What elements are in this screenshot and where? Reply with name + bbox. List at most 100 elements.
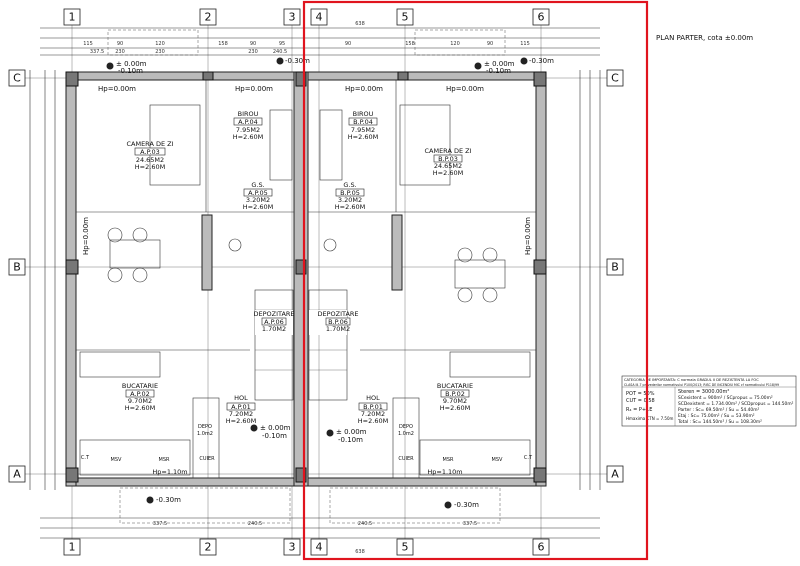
room-area: 7.95M2 — [351, 126, 375, 134]
axis-label: 2 — [205, 11, 212, 24]
room-name: CAMERA DE ZI — [424, 147, 471, 155]
room-code: B.P.01 — [363, 403, 383, 411]
cuier-label: CUIER — [199, 456, 215, 462]
dim: 240.5 — [358, 521, 372, 527]
level-minus30: -0.30m — [454, 501, 479, 509]
dim: 115 — [520, 41, 530, 47]
dim: 90 — [487, 41, 493, 47]
room-area: 9.70M2 — [128, 397, 152, 405]
dim: 158 — [405, 41, 415, 47]
level-minus10: -0.10m — [118, 67, 143, 75]
room-height: H=2.60M — [125, 404, 155, 412]
room-area: 24.65M2 — [136, 156, 164, 164]
room-code: B.P.05 — [340, 189, 360, 197]
dim: 90 — [250, 41, 256, 47]
room-code: A.P.05 — [248, 189, 268, 197]
level-minus30: -0.30m — [285, 57, 310, 65]
room-height: H=2.60M — [433, 169, 463, 177]
level-minus30: -0.30m — [529, 57, 554, 65]
room-height: H=2.60M — [233, 133, 263, 141]
dim: 120 — [450, 41, 460, 47]
ct-label: C.T — [524, 455, 533, 461]
room-area: 7.95M2 — [236, 126, 260, 134]
axis-label: C — [13, 72, 21, 85]
axis-label: A — [611, 468, 619, 481]
room-height: H=2.60M — [226, 417, 256, 425]
table-cell: Etaj : Sc= 75.00m² / Su = 53.90m² — [678, 413, 755, 419]
dim: 230 — [248, 49, 258, 55]
dim: 115 — [83, 41, 93, 47]
table-cell: Steren = 3000.00m² — [678, 389, 729, 395]
level-zero: ± 0.00m — [336, 428, 367, 436]
hp-label: Hp=0.00m — [446, 85, 484, 93]
axis-label: B — [13, 261, 21, 274]
dim: 337.5 — [153, 521, 167, 527]
msr-label: MSR — [443, 457, 454, 463]
room-code: B.P.03 — [438, 155, 458, 163]
cuier-label: CUIER — [398, 456, 414, 462]
axis-label: 5 — [402, 11, 409, 24]
level-minus10: -0.10m — [486, 67, 511, 75]
room-name: BUCATARIE — [122, 382, 158, 390]
msv-label: MSV — [111, 457, 122, 463]
room-name: G.S. — [251, 181, 264, 189]
room-name: CAMERA DE ZI — [126, 140, 173, 148]
room-code: A.P.04 — [238, 118, 258, 126]
depo-area: 1.0m2 — [197, 431, 213, 437]
axis-label: 1 — [69, 541, 76, 554]
room-height: H=2.60M — [348, 133, 378, 141]
dim: 158 — [218, 41, 228, 47]
room-code: B.P.02 — [445, 390, 465, 398]
table-cell: Total : Sc= 144.50m² / Su = 108.30m² — [677, 419, 762, 425]
hp-label: Hp=0.00m — [82, 217, 90, 255]
dim: 240.5 — [273, 49, 287, 55]
dim-overall-top: 638 — [355, 21, 365, 27]
axis-label: 6 — [538, 11, 545, 24]
dim: 90 — [117, 41, 123, 47]
dim: 230 — [115, 49, 125, 55]
furniture — [79, 104, 531, 476]
plan-title: PLAN PARTER, cota ±0.00m — [656, 34, 753, 42]
dim-overall-bottom: 638 — [355, 549, 365, 555]
depo-label: DEPO — [198, 424, 212, 430]
dim: 337.5 — [90, 49, 104, 55]
level-minus10: -0.10m — [262, 432, 287, 440]
room-height: H=2.60M — [440, 404, 470, 412]
axis-label: B — [611, 261, 619, 274]
room-height: H=2.60M — [335, 203, 365, 211]
hp-label: Hp=0.00m — [524, 217, 532, 255]
selection-highlight-frame — [302, 0, 649, 561]
axis-markers: 1 2 3 4 5 6 1 2 3 4 5 6 C B A C B A — [8, 8, 624, 556]
axis-label: 6 — [538, 541, 545, 554]
room-name: DEPOZITARE — [253, 310, 294, 318]
room-area: 1.70M2 — [326, 325, 350, 333]
axis-label: 5 — [402, 541, 409, 554]
axis-label: 4 — [316, 541, 323, 554]
room-area: 7.20M2 — [229, 410, 253, 418]
level-zero: ± 0.00m — [260, 424, 291, 432]
axis-label: 2 — [205, 541, 212, 554]
table-header: CATEGORIA DE IMPORTANTA: C normala GRADU… — [624, 378, 759, 382]
room-name: HOL — [366, 394, 380, 402]
level-minus10: -0.10m — [338, 436, 363, 444]
hp-label: Hp=1.10m — [427, 468, 462, 476]
table-cell: R₄ = P+1E — [626, 407, 652, 413]
level-marks: ± 0.00m-0.10m -0.30m ± 0.00m-0.10m -0.30… — [82, 57, 554, 509]
hp-label: Hp=0.00m — [235, 85, 273, 93]
ct-label: C.T — [81, 455, 90, 461]
room-code: A.P.03 — [140, 148, 160, 156]
table-cell: POT = 50% — [626, 391, 655, 397]
room-name: G.S. — [343, 181, 356, 189]
room-height: H=2.60M — [358, 417, 388, 425]
room-code: A.P.02 — [130, 390, 150, 398]
room-height: H=2.60M — [243, 203, 273, 211]
table-cell: SCexistent = 900m² / SCpropus = 75.00m² — [678, 395, 773, 401]
table-cell: Hmaxima CTN = 7.50m — [626, 416, 673, 421]
room-area: 3.20M2 — [246, 196, 270, 204]
unit-b-room-labels: CAMERA DE ZI B.P.03 24.65M2 H=2.60M BIRO… — [309, 110, 533, 476]
hp-label: Hp=0.00m — [345, 85, 383, 93]
walls — [65, 71, 547, 487]
room-name: HOL — [234, 394, 248, 402]
room-area: 9.70M2 — [443, 397, 467, 405]
